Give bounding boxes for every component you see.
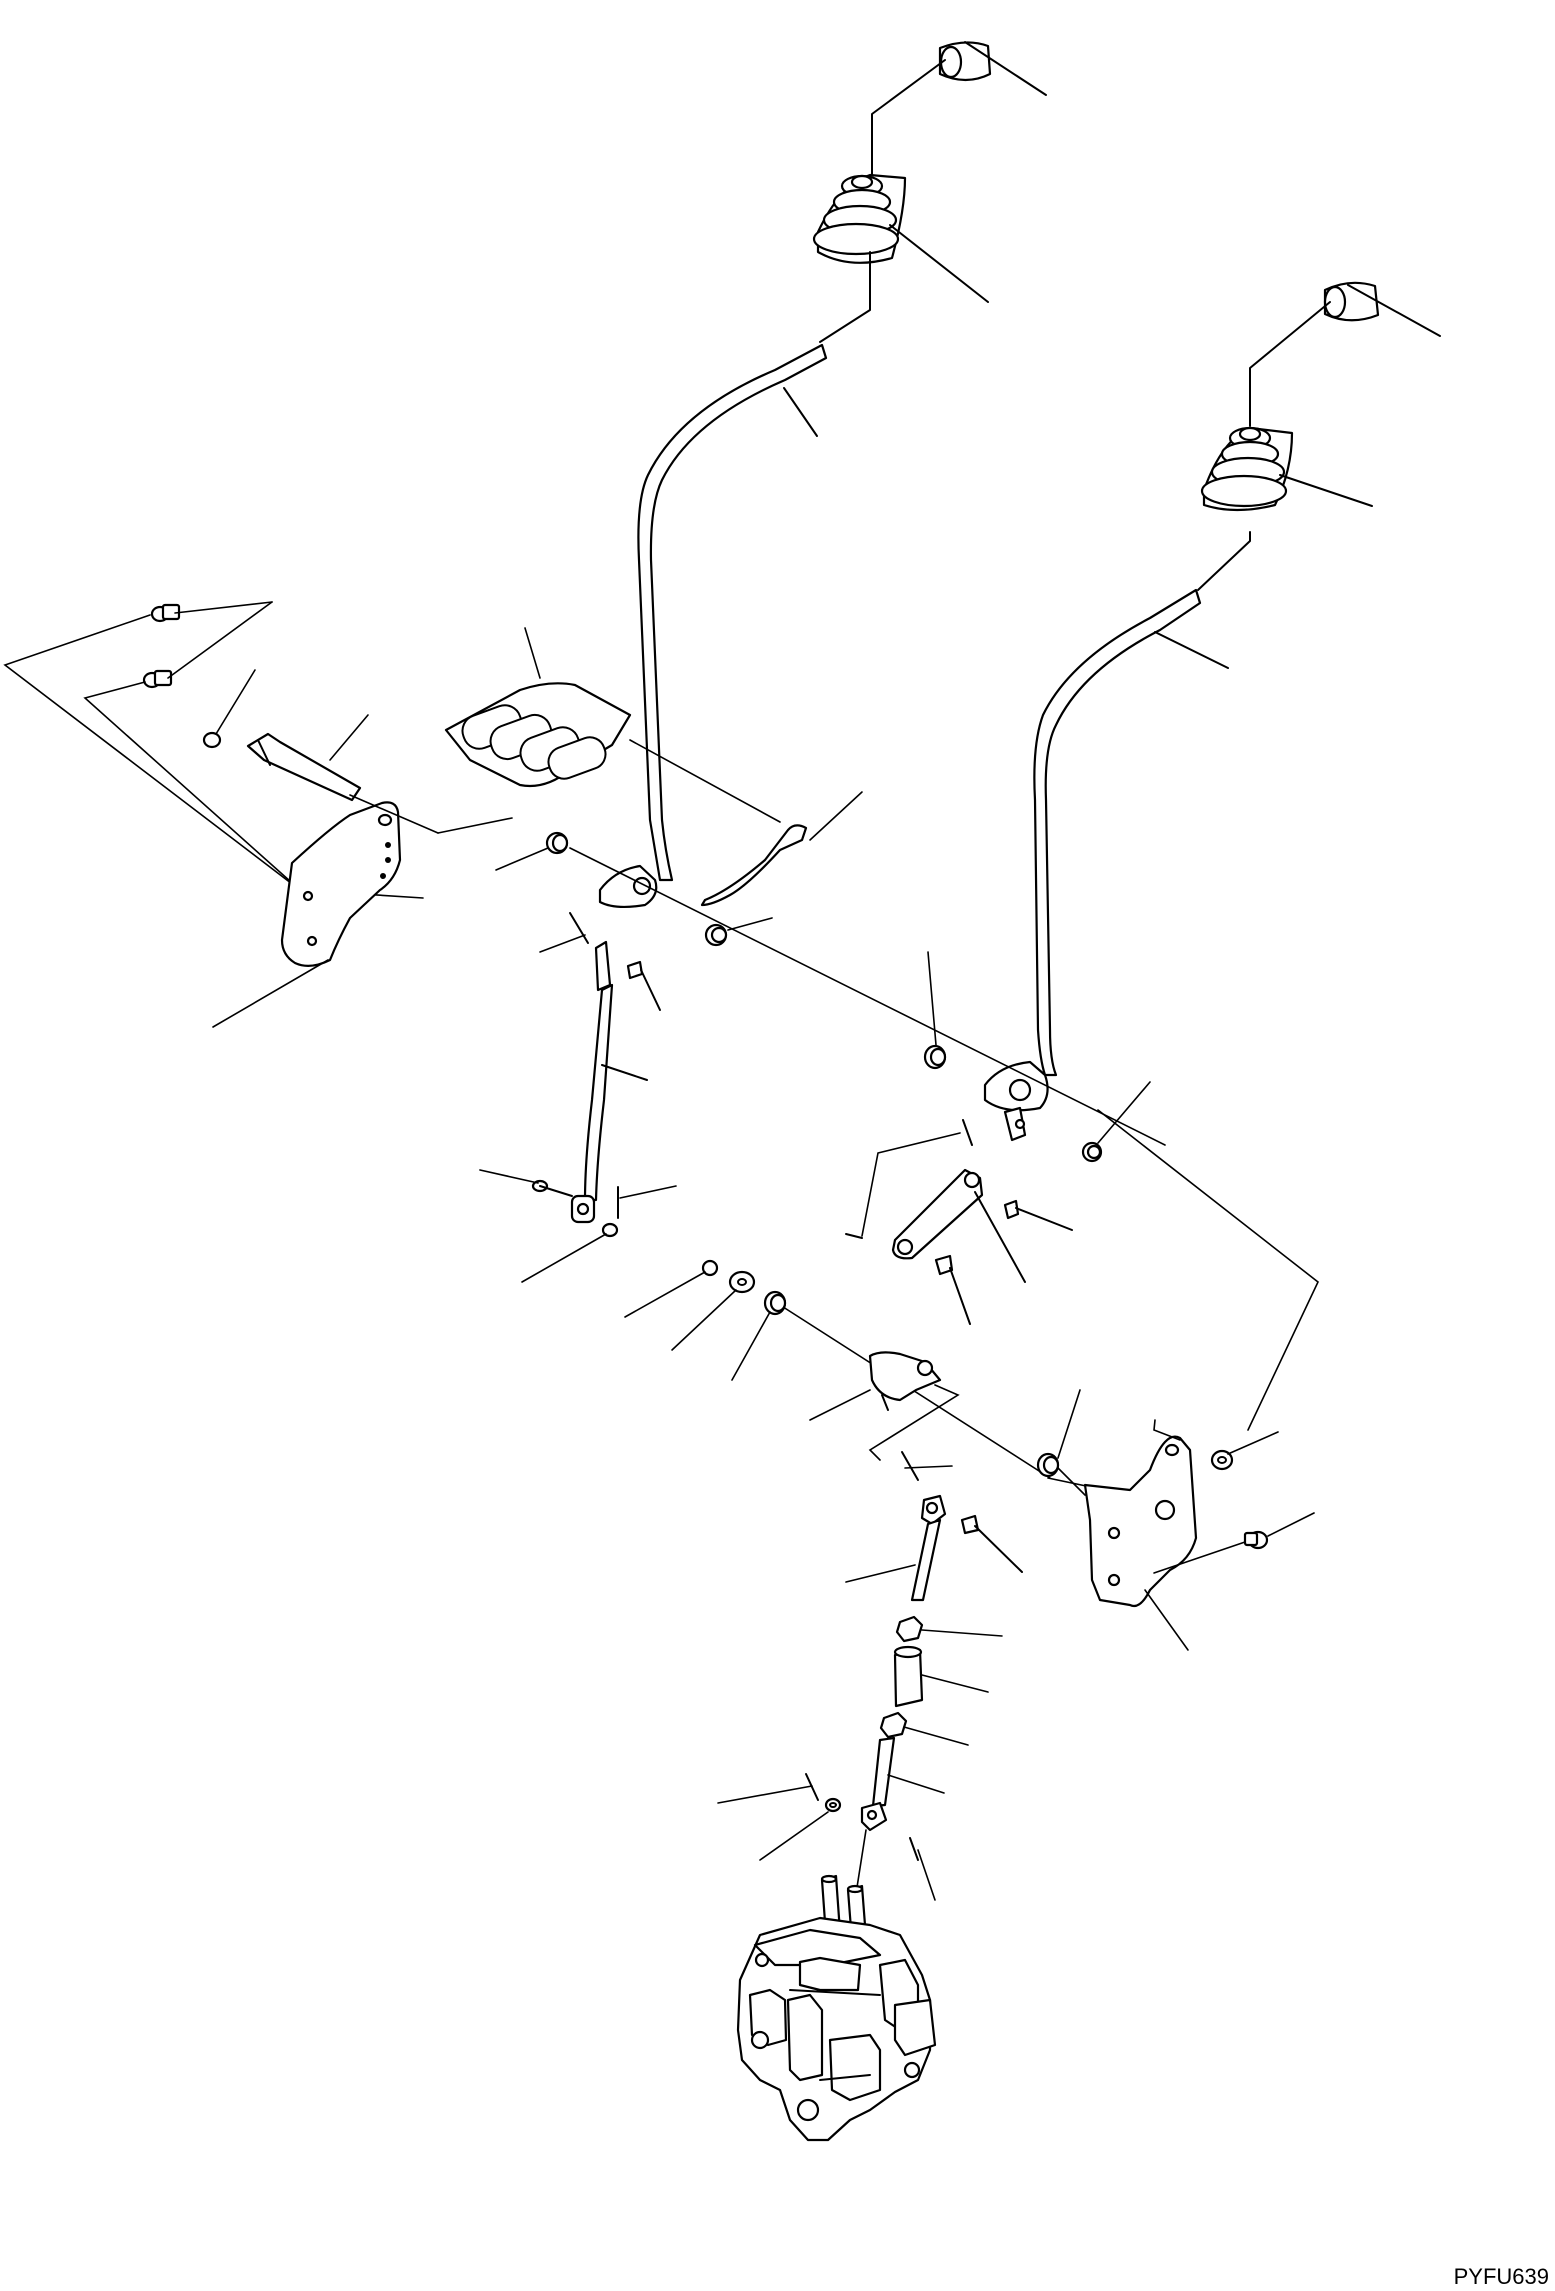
left-bracket-group: [3, 601, 569, 1028]
pedal-lever: [700, 791, 863, 907]
left-lever-boot: [812, 173, 989, 343]
right-link-plate: [845, 1119, 1073, 1325]
center-shaft-group: [624, 1259, 1086, 1496]
left-lever-assembly: [479, 41, 1047, 1283]
bushings: [704, 917, 1151, 1163]
right-lever-rod: [983, 588, 1229, 1142]
left-link-rod: [479, 912, 677, 1283]
left-lever-knob: [871, 41, 1047, 175]
right-bracket: [1083, 1419, 1315, 1651]
left-lever-rod: [598, 343, 828, 909]
drawing-code: PYFU639: [1454, 2264, 1549, 2289]
control-valve: [736, 1874, 937, 2142]
right-lever-boot: [1197, 426, 1373, 591]
right-lever-assembly: [845, 281, 1441, 1325]
adjuster-rod: [717, 1451, 1023, 1901]
floor-cover-plate: [444, 627, 781, 823]
right-lever-knob: [1249, 281, 1441, 427]
